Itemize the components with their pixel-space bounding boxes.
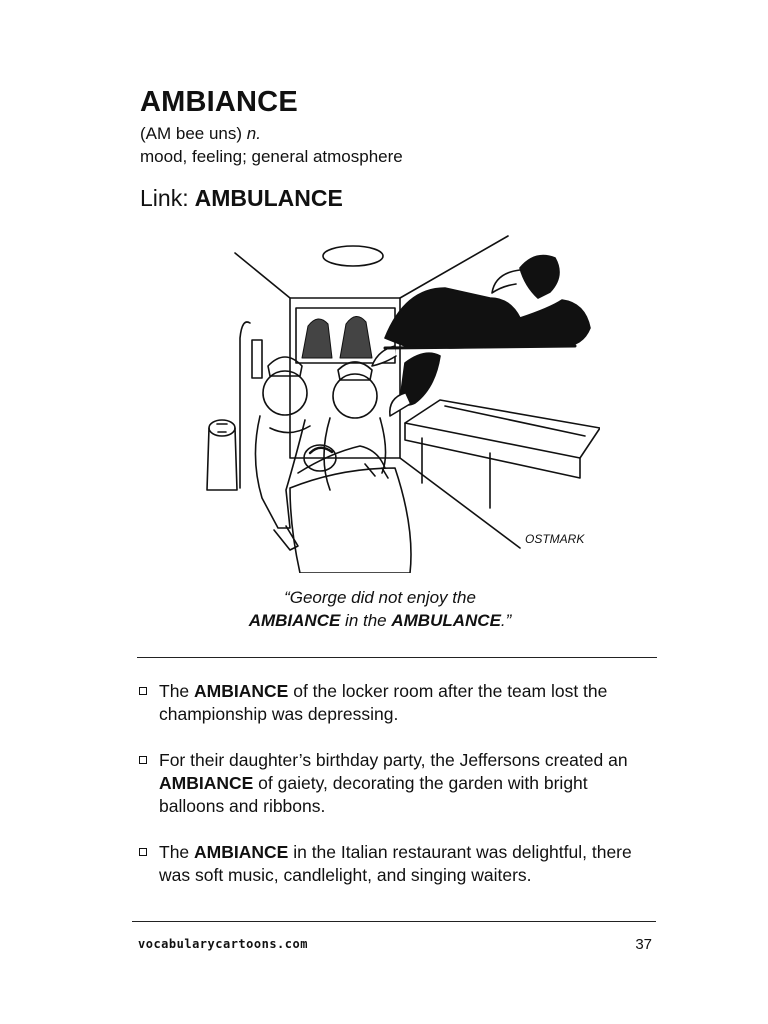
- link-line: Link:AMBULANCE: [140, 185, 343, 212]
- oxygen-tank: [206, 419, 238, 491]
- caption-end: .”: [500, 611, 512, 630]
- pronunciation: (AM bee uns) n.: [140, 124, 261, 144]
- vulture-beak-1: [491, 269, 521, 294]
- checkbox-bullet-icon: [139, 756, 147, 764]
- ceiling-left-line: [234, 252, 291, 299]
- pronunciation-text: (AM bee uns): [140, 124, 243, 143]
- footer-website: vocabularycartoons.com: [138, 937, 308, 951]
- caption-line-2: AMBIANCE in the AMBULANCE.”: [160, 611, 600, 631]
- example-item: The AMBIANCE in the Italian restaurant w…: [137, 841, 657, 887]
- iv-pole: [239, 321, 251, 489]
- perch-rail: [383, 344, 577, 350]
- paramedic-left: [254, 356, 311, 551]
- example-item: For their daughter’s birthday party, the…: [137, 749, 657, 818]
- ambulance-bench: [404, 399, 600, 509]
- window-figures: [301, 316, 373, 359]
- vultures: [384, 254, 591, 406]
- checkbox-bullet-icon: [139, 848, 147, 856]
- link-word: AMBULANCE: [194, 185, 343, 211]
- iv-bag: [251, 339, 263, 379]
- stretcher-patient: [289, 444, 412, 573]
- part-of-speech: n.: [246, 124, 261, 143]
- example-item: The AMBIANCE of the locker room after th…: [137, 680, 657, 726]
- ceiling-right-line: [399, 235, 509, 299]
- vulture-beak-3: [388, 392, 411, 417]
- checkbox-bullet-icon: [139, 687, 147, 695]
- artist-signature: OSTMARK: [525, 532, 585, 546]
- caption-mid: in the: [340, 611, 392, 630]
- page-number: 37: [635, 936, 652, 953]
- rear-window: [295, 307, 396, 364]
- link-label: Link:: [140, 185, 189, 211]
- example-list: The AMBIANCE of the locker room after th…: [137, 680, 657, 910]
- entry-word: AMBIANCE: [140, 86, 298, 118]
- divider-bottom: [132, 921, 656, 922]
- divider-top: [137, 657, 657, 658]
- floor-line: [399, 457, 521, 549]
- ceiling-light: [322, 245, 384, 267]
- cartoon-illustration: OSTMARK: [206, 235, 600, 573]
- caption-line-1: “George did not enjoy the: [284, 588, 476, 607]
- caption-bold-1: AMBIANCE: [248, 611, 341, 630]
- caption-bold-2: AMBULANCE: [391, 611, 501, 630]
- definition: mood, feeling; general atmosphere: [140, 147, 403, 166]
